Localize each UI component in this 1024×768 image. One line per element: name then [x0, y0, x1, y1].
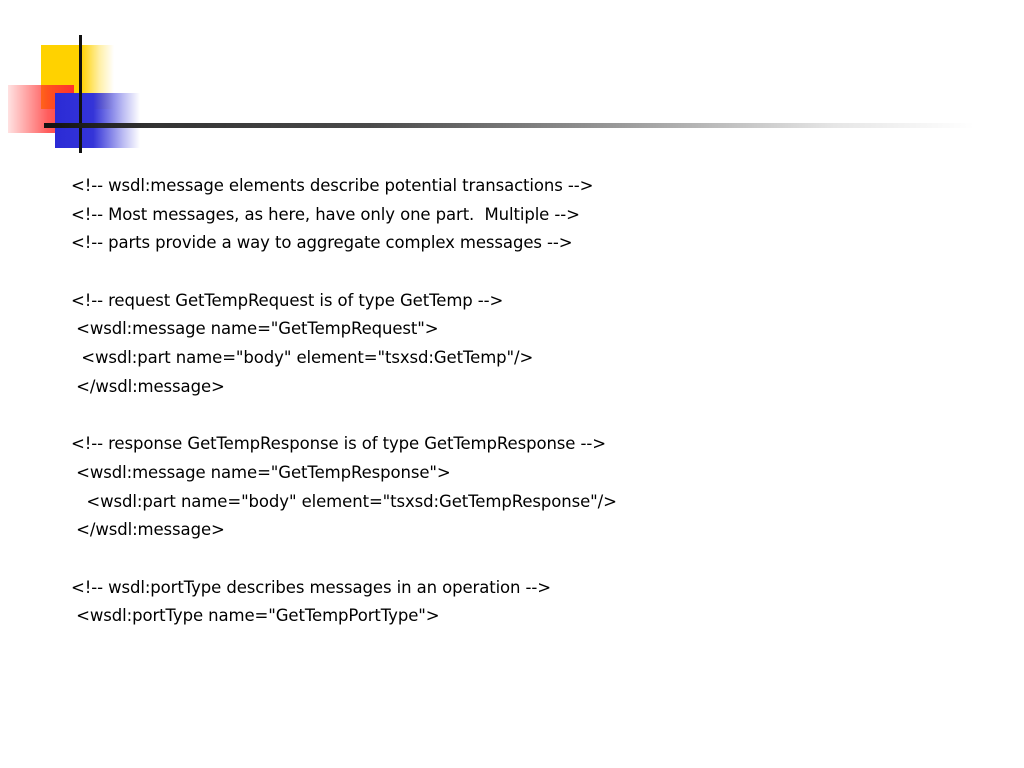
code-line: <!-- wsdl:message elements describe pote…	[71, 176, 594, 195]
code-line: <!-- request GetTempRequest is of type G…	[71, 290, 504, 310]
code-line: <wsdl:portType name="GetTempPortType">	[71, 606, 440, 626]
title-underline-rule	[44, 123, 974, 128]
code-line-blank	[71, 402, 617, 431]
blue-square-decoration	[55, 93, 140, 148]
code-line: <wsdl:message name="GetTempResponse">	[71, 462, 451, 482]
code-line: <wsdl:part name="body" element="tsxsd:Ge…	[71, 348, 534, 368]
code-block: <!-- wsdl:message elements describe pote…	[71, 172, 617, 631]
code-line: <!-- wsdl:portType describes messages in…	[71, 577, 551, 597]
corner-logo	[0, 0, 160, 160]
code-line-blank	[71, 545, 617, 574]
code-line: <wsdl:message name="GetTempRequest">	[71, 319, 439, 339]
code-line: <!-- parts provide a way to aggregate co…	[71, 233, 573, 253]
code-line: <!-- response GetTempResponse is of type…	[71, 434, 606, 454]
code-line: </wsdl:message>	[71, 376, 225, 396]
code-line-blank	[71, 258, 617, 287]
code-line: </wsdl:message>	[71, 520, 225, 540]
code-line: <!-- Most messages, as here, have only o…	[71, 204, 580, 224]
code-line: <wsdl:part name="body" element="tsxsd:Ge…	[71, 491, 617, 511]
vertical-rule-decoration	[79, 35, 82, 153]
